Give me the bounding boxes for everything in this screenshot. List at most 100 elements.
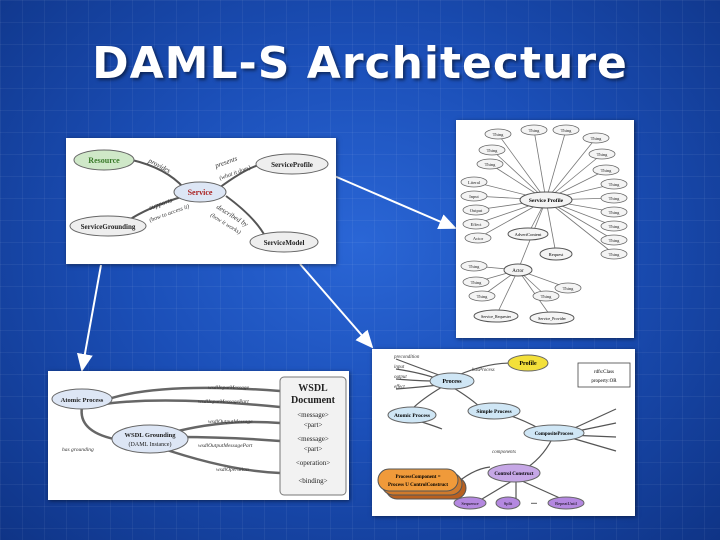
input-label: input: [394, 365, 405, 370]
legend-class-label: rdfs:Class: [594, 370, 614, 375]
actor-node: [503, 263, 533, 277]
wsdl-grounding-diagram: WSDL Document <message> <part> <message>…: [48, 371, 349, 500]
thing-node-label: Thing: [485, 162, 496, 167]
process-component-stack: [377, 468, 467, 500]
actor-label: Actor: [512, 269, 524, 274]
wsdl-title-2: Document: [291, 395, 336, 406]
service-provider-node: [529, 311, 575, 325]
profile-node: [507, 354, 549, 372]
service-requester-node: [473, 309, 519, 323]
input-message-part-label: wsdlInputMessagePart: [198, 399, 249, 405]
input-node-label: Input: [469, 194, 479, 199]
service-profile-label: Service Profile: [529, 198, 564, 204]
supports-label: supports: [148, 196, 174, 212]
message-tag-2: <message>: [297, 435, 329, 443]
request-node: [539, 247, 573, 261]
request-label: Request: [549, 252, 564, 257]
resource-node: [73, 149, 135, 171]
composite-process-node: [523, 424, 585, 442]
service-provider-label: Service_Provider: [538, 316, 566, 321]
output-message-part-label: wsdlOutputMessagePart: [198, 443, 253, 449]
part-tag-2: <part>: [304, 445, 323, 453]
output-label: output: [394, 375, 407, 380]
split-label: Split: [504, 501, 513, 506]
process-component-label-2: Process U ControlConstruct: [388, 483, 448, 488]
actor-node-label: Actor: [473, 236, 484, 241]
sequence-node: [453, 496, 487, 510]
legend-box: [577, 362, 631, 388]
part-tag-1: <part>: [304, 421, 323, 429]
control-construct-label: Control Construct: [494, 472, 534, 477]
advert-content-label: AdvertContent: [515, 232, 542, 237]
thing-node-label: Thing: [597, 152, 608, 157]
grounding-label: WSDL Grounding: [124, 432, 176, 439]
thing-node-label: Thing: [609, 252, 620, 257]
simple-process-label: Simple Process: [476, 409, 511, 415]
thing-node-label: Thing: [601, 168, 612, 173]
wsdl-title-1: WSDL: [298, 383, 328, 394]
thing-node-label: Thing: [561, 128, 572, 133]
service-node: [173, 181, 227, 203]
output-node-label: Output: [470, 208, 483, 213]
binding-tag: <binding>: [298, 477, 327, 485]
atomic-process-node: [51, 388, 113, 410]
ellipsis-label: ...: [531, 497, 537, 506]
service-ontology-diagram: Resource Service ServiceProfile ServiceG…: [66, 138, 336, 264]
sequence-label: Sequence: [461, 501, 478, 506]
service-grounding-node: [69, 215, 147, 237]
thing-node-label: Thing: [541, 294, 552, 299]
slide-title: DAML-S Architecture: [92, 38, 628, 89]
simple-process-node: [467, 402, 521, 420]
thing-node-label: Thing: [477, 294, 488, 299]
operation-tag: <operation>: [296, 459, 330, 467]
service-profile-node: [255, 153, 329, 175]
grounding-sub-label: (DAML Instance): [129, 441, 172, 448]
service-requester-label: Service_Requester: [481, 314, 512, 319]
arrow-to-grounding: [76, 264, 102, 372]
thing-node-label: Thing: [609, 238, 620, 243]
service-label: Service: [188, 188, 213, 197]
has-process-label: hasProcess: [472, 368, 495, 373]
output-message-label: wsdlOutputMessage: [208, 419, 253, 425]
service-profile-node: [519, 191, 573, 209]
effect-label: effect: [394, 385, 405, 390]
grounding-node: [111, 424, 189, 454]
thing-node-label: Thing: [563, 286, 574, 291]
atomic-process-label: Atomic Process: [394, 413, 430, 419]
components-label: components: [492, 450, 516, 455]
wsdl-operation-label: wsdlOperation: [216, 467, 249, 473]
legend-property-label: property:OR: [591, 379, 617, 384]
control-construct-node: [487, 463, 541, 483]
service-model-label: ServiceModel: [264, 239, 305, 247]
thing-node-label: Thing: [469, 264, 480, 269]
thing-node-label: Thing: [609, 196, 620, 201]
service-model-node: [249, 231, 319, 253]
process-component-label: ProcessComponent =: [395, 475, 440, 480]
message-tag-1: <message>: [297, 411, 329, 419]
atomic-process-node: [387, 406, 437, 424]
profile-label: Profile: [519, 361, 537, 367]
arrow-to-process: [299, 263, 374, 349]
presents-label: presents: [213, 154, 239, 170]
effect-node-label: Effect: [471, 222, 483, 227]
thing-node-label: Thing: [609, 182, 620, 187]
literal-node-label: Literal: [468, 180, 481, 185]
repeat-until-node: [547, 496, 585, 510]
process-model-diagram: Profile Process Simple Process Atomic Pr…: [372, 349, 635, 516]
wsdl-document-box: [279, 376, 347, 496]
process-node: [429, 372, 475, 390]
thing-node-label: Thing: [591, 136, 602, 141]
service-grounding-label: ServiceGrounding: [81, 223, 136, 231]
precondition-label: precondition: [393, 355, 420, 360]
thing-node-label: Thing: [471, 280, 482, 285]
service-profile-label: ServiceProfile: [271, 161, 313, 169]
split-node: [495, 496, 521, 510]
service-profile-diagram: Thing Thing Thing Thing Thing Thing Thin…: [456, 120, 634, 338]
thing-node-label: Thing: [529, 128, 540, 133]
has-grounding-label: has grounding: [62, 447, 94, 453]
process-label: Process: [442, 379, 462, 385]
repeat-until-label: RepeatUntil: [555, 501, 577, 506]
thing-node-label: Thing: [487, 148, 498, 153]
composite-process-label: CompositeProcess: [535, 432, 574, 437]
atomic-process-label: Atomic Process: [61, 397, 104, 404]
